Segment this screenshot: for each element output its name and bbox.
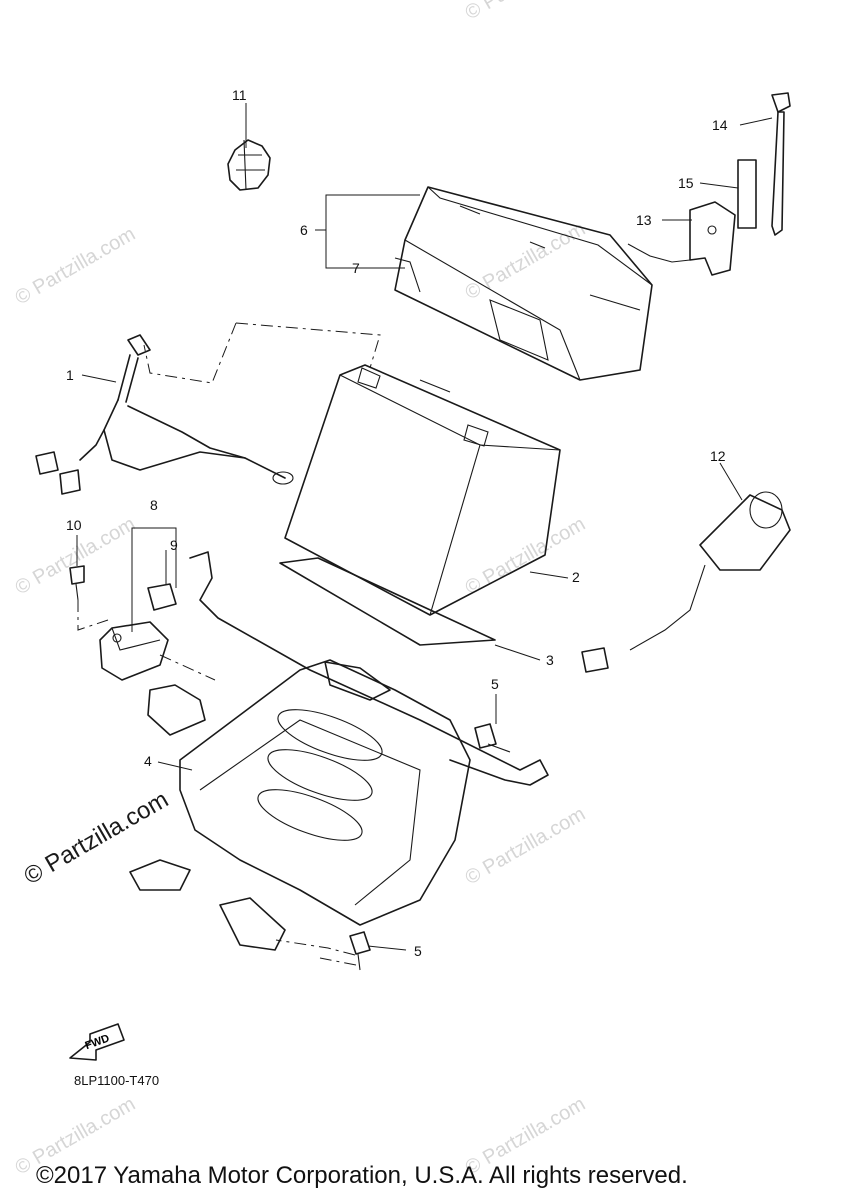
callout-10: 10 [66,517,82,533]
part-1-battery-lead [35,334,294,495]
watermark-group: © Partzilla.com © Partzilla.com © Partzi… [12,0,590,1179]
leader-lines [76,103,773,951]
callout-6: 6 [300,222,308,238]
assembly-lines [77,322,381,966]
callout-1: 1 [66,367,74,383]
callout-15: 15 [678,175,694,191]
part-9-relay [147,583,177,611]
part-15-pad [737,159,757,229]
part-11-clip [227,139,271,191]
watermark: © Partzilla.com [462,0,590,24]
callout-12: 12 [710,448,726,464]
diagram-code: 8LP1100-T470 [74,1073,160,1088]
part-5-bolt [474,723,511,753]
watermark: © Partzilla.com [462,218,590,304]
callout-5: 5 [491,676,499,692]
callout-5: 5 [414,943,422,959]
part-4-battery-box [129,551,549,951]
part-12-dc-socket [581,491,791,673]
part-3-battery-pad [279,557,496,646]
callout-labels: 11 6 7 14 15 13 1 12 8 9 10 2 3 5 4 5 [66,87,728,959]
callout-9: 9 [170,537,178,553]
part-14-cable-tie [771,92,791,236]
watermark: © Partzilla.com [462,513,590,599]
part-13-connector [627,201,736,276]
part-10-bolt [69,565,85,601]
callout-13: 13 [636,212,652,228]
callout-14: 14 [712,117,728,133]
callout-4: 4 [144,753,152,769]
callout-11: 11 [232,87,247,103]
callout-8: 8 [150,497,158,513]
callout-7: 7 [352,260,360,276]
copyright-notice: ©2017 Yamaha Motor Corporation, U.S.A. A… [36,1162,688,1189]
watermark-prominent: © Partzilla.com [20,786,174,890]
part-8-relay-assembly [99,621,169,681]
callout-2: 2 [572,569,580,585]
part-5-bolt [349,931,371,971]
callout-3: 3 [546,652,554,668]
part-2-battery [284,364,561,616]
watermark: © Partzilla.com [12,223,140,309]
fwd-arrow-icon: FWD [69,1023,125,1061]
watermark: © Partzilla.com [462,803,590,889]
part-6-battery-cover [394,186,653,381]
